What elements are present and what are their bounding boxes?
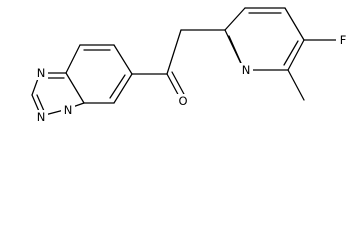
oxygen-mask [176,94,190,108]
bond-py-c6-methyl [287,69,305,101]
triazole-nitrogen-left-mask [34,110,48,124]
pyridine-bonds [224,7,341,101]
bond-py-c4-c5 [284,7,305,41]
fluorine-atom-label: F [340,33,347,47]
bond-py-c5-c6 [287,39,305,71]
bond-n4-c8a [65,72,85,104]
bond-py-c2-c3 [224,7,246,31]
structure-canvas: O F N N N N [31,7,350,124]
triazole-nitrogen-bridge-mask [61,103,75,117]
bond-c8a-c8 [65,44,81,74]
triazole-nitrogen-top-label: N [37,66,46,80]
bond-c7-c6 [113,44,133,75]
bond-carbonyl-methylene [166,29,182,75]
triazole-nitrogen-left-label: N [37,110,46,124]
atom-labels: O F N N N N [34,33,350,124]
pyridine-nitrogen-atom-label: N [242,63,251,77]
bond-py-n1-c2-inner [228,35,242,64]
triazole-nitrogen-top-mask [34,66,48,80]
bond-c6-c5-inner [109,74,126,99]
fluorine-mask [336,33,350,47]
bond-py-c5-c6-inner [283,40,299,66]
bond-c6-c5 [113,73,133,104]
bond-carbonyl-oxygen-double [171,71,186,97]
ketone-linker-bonds [131,29,226,101]
triazole-nitrogen-bridge-label: N [64,103,73,117]
oxygen-atom-label: O [178,94,187,108]
pyridine-nitrogen-mask [239,63,253,77]
triazolopyridine-bonds [31,44,133,117]
chemical-structure: O F N N N N [31,7,350,124]
bond-c2-n3-inner [36,94,45,112]
